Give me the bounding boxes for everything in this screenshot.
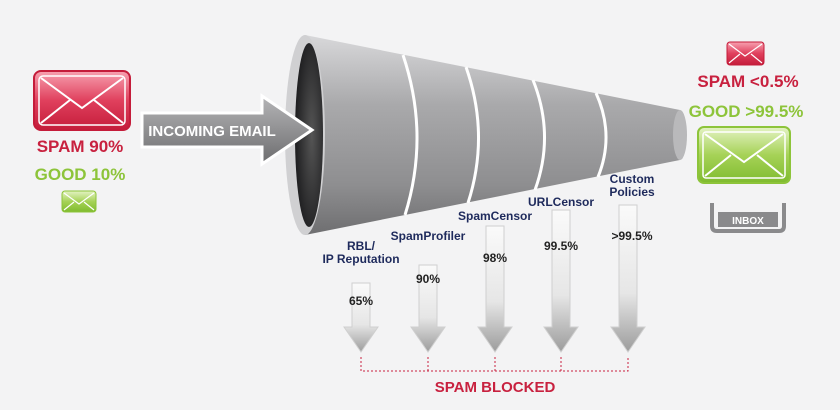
down-arrow-icon: [343, 282, 379, 353]
filter-stage: URLCensor 99.5%: [528, 195, 594, 353]
down-arrow-icon: [477, 225, 513, 353]
incoming-good-text: GOOD 10%: [35, 165, 126, 184]
incoming-email-arrow: INCOMING EMAIL: [140, 93, 315, 167]
filter-name: SpamProfiler: [391, 229, 466, 243]
filter-name: IP Reputation: [322, 252, 399, 266]
filter-stage: SpamProfiler 90%: [391, 229, 466, 353]
spam-blocked-connector: [360, 357, 629, 372]
outgoing-good-text: GOOD >99.5%: [689, 102, 804, 121]
filter-name: RBL/: [347, 239, 376, 253]
spam-envelope-icon: [33, 70, 131, 131]
small-spam-envelope-icon: [726, 41, 765, 66]
inbox-tray-icon: INBOX: [710, 203, 786, 233]
down-arrow-icon: [410, 264, 446, 353]
filter-name: SpamCensor: [458, 209, 532, 223]
filter-name: Policies: [609, 185, 655, 199]
funnel-rings: [401, 54, 608, 216]
large-good-envelope-icon: [697, 126, 791, 184]
filter-name: URLCensor: [528, 195, 594, 209]
blocked-percentage: 65%: [349, 294, 373, 308]
blocked-percentage: 99.5%: [544, 239, 578, 253]
down-arrow-icon: [610, 204, 646, 353]
blocked-percentage: >99.5%: [611, 229, 652, 243]
blocked-percentage: 98%: [483, 251, 507, 265]
good-envelope-icon: [61, 190, 97, 213]
incoming-email-label: INCOMING EMAIL: [148, 123, 276, 140]
outgoing-spam-text: SPAM <0.5%: [697, 72, 798, 91]
filter-name: Custom: [610, 172, 655, 186]
blocked-percentage: 90%: [416, 272, 440, 286]
filter-funnel: [285, 35, 687, 235]
filter-stage: SpamCensor 98%: [458, 209, 532, 353]
incoming-spam-text: SPAM 90%: [37, 137, 124, 156]
spam-blocked-label: SPAM BLOCKED: [435, 379, 556, 396]
inbox-label: INBOX: [732, 216, 764, 227]
filter-stage: RBL/IP Reputation 65%: [322, 239, 400, 353]
down-arrow-icon: [543, 209, 579, 353]
